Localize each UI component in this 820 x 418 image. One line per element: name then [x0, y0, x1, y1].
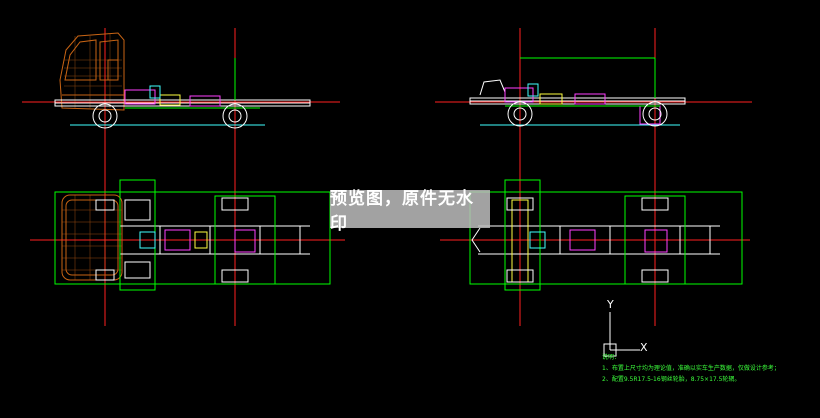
ucs-icon — [603, 312, 640, 357]
wheels-top-left — [95, 197, 249, 283]
components-top-left — [139, 229, 256, 253]
components-side-left — [70, 58, 265, 126]
notes-line-2: 2、配置9.5R17.5-16钢丝轮胎，8.75×17.5轮辋。 — [602, 376, 741, 383]
preview-watermark: 预览图，原件无水印 — [330, 189, 490, 234]
outline-top-right — [469, 179, 743, 291]
frame-side-left — [54, 99, 311, 107]
right-top-view — [469, 179, 743, 291]
frame-top-right — [471, 225, 720, 255]
ucs-y-label: Y — [607, 298, 614, 311]
left-top-view — [54, 179, 331, 291]
wheels-side-left — [92, 103, 248, 129]
notes-heading: 说明： — [602, 354, 621, 361]
ucs-x-label: X — [640, 341, 648, 354]
drawing-notes: 说明： 1、布置上尺寸均为理论值，准确以实车生产数据，仅做设计参考； 2、配置9… — [602, 352, 780, 385]
cab-top — [61, 194, 123, 281]
left-side-view — [54, 32, 311, 129]
cab-hatch — [64, 34, 122, 108]
components-side-right — [480, 57, 680, 126]
wheels-top-right — [506, 197, 669, 283]
frame-side-right — [469, 79, 686, 105]
cab-side — [59, 32, 125, 111]
notes-line-1: 1、布置上尺寸均为理论值，准确以实车生产数据，仅做设计参考； — [602, 365, 780, 372]
wheels-side-right — [507, 101, 668, 127]
right-side-view — [469, 57, 686, 127]
cab-top-hatch — [62, 195, 122, 280]
